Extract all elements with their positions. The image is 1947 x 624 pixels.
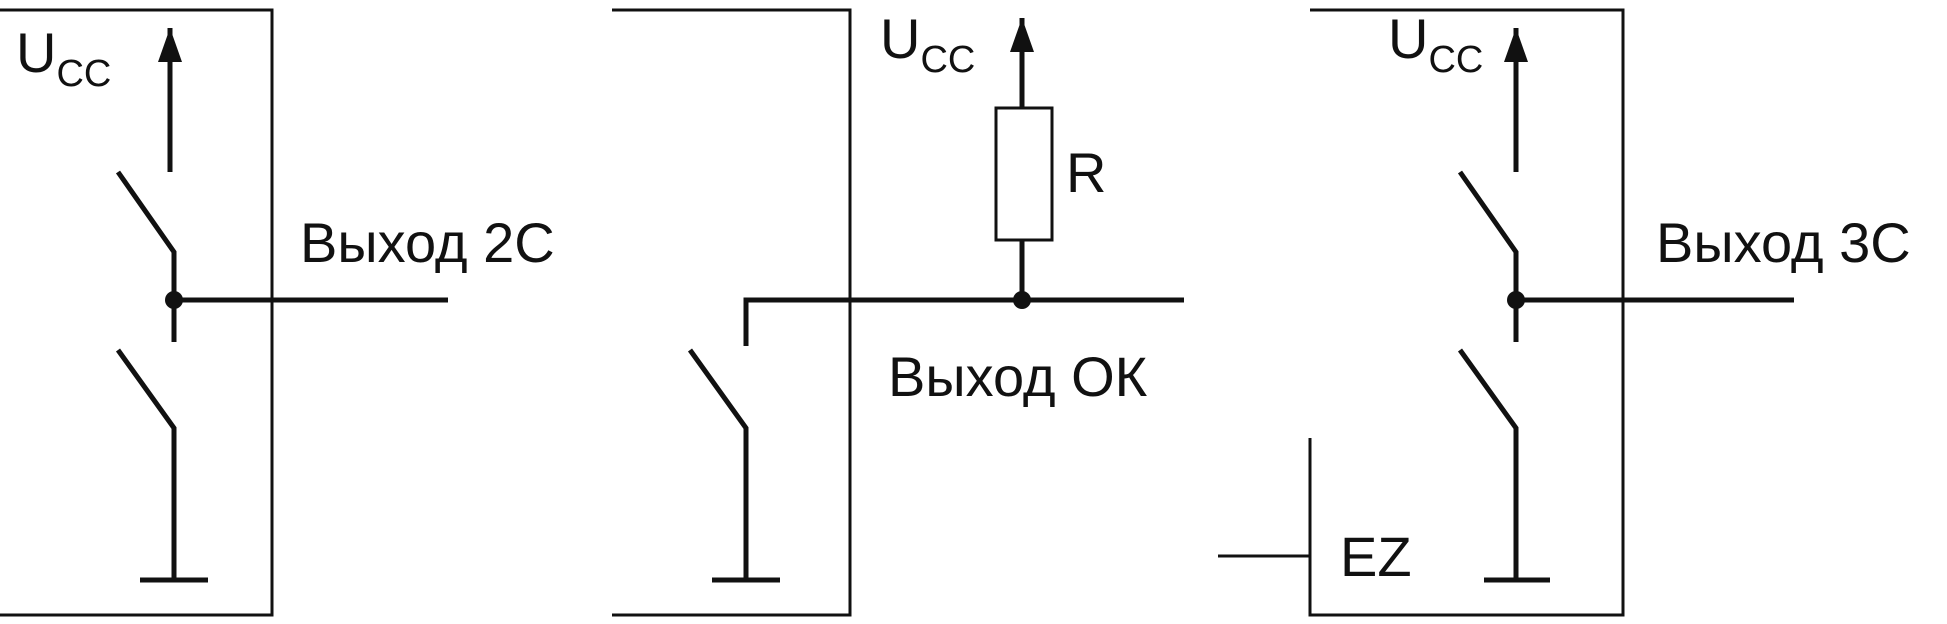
junction-dot-ok <box>1013 291 1031 309</box>
upper-switch-2c <box>115 170 177 300</box>
output-line-ok <box>743 297 1184 346</box>
open-collector-circuit: UCC R Выход ОК <box>612 7 1184 617</box>
supply-label-2c: UCC <box>16 21 111 95</box>
chip-boundary-2c <box>0 8 274 617</box>
supply-arrowhead-3c <box>1504 28 1528 62</box>
output-label-ok: Выход ОК <box>888 345 1148 408</box>
three-state-circuit: UCC Выход 3С EZ <box>1218 7 1911 617</box>
lower-switch-3c <box>1457 348 1519 580</box>
resistor-label: R <box>1066 141 1106 204</box>
supply-arrowhead-ok <box>1010 18 1034 52</box>
output-label-2c: Выход 2С <box>300 211 555 274</box>
lower-switch-2c <box>115 348 177 580</box>
supply-label-ok: UCC <box>880 7 975 81</box>
upper-switch-3c <box>1457 170 1519 300</box>
junction-dot-3c <box>1507 291 1525 309</box>
pullup-resistor <box>994 106 1054 242</box>
enable-label: EZ <box>1340 525 1412 588</box>
junction-dot-2c <box>165 291 183 309</box>
two-state-circuit: UCC Выход 2С <box>0 8 555 617</box>
output-label-3c: Выход 3С <box>1656 211 1911 274</box>
lower-switch-ok <box>687 348 749 580</box>
chip-boundary-ok <box>612 8 852 617</box>
supply-label-3c: UCC <box>1388 7 1483 81</box>
supply-arrowhead-2c <box>158 28 182 62</box>
